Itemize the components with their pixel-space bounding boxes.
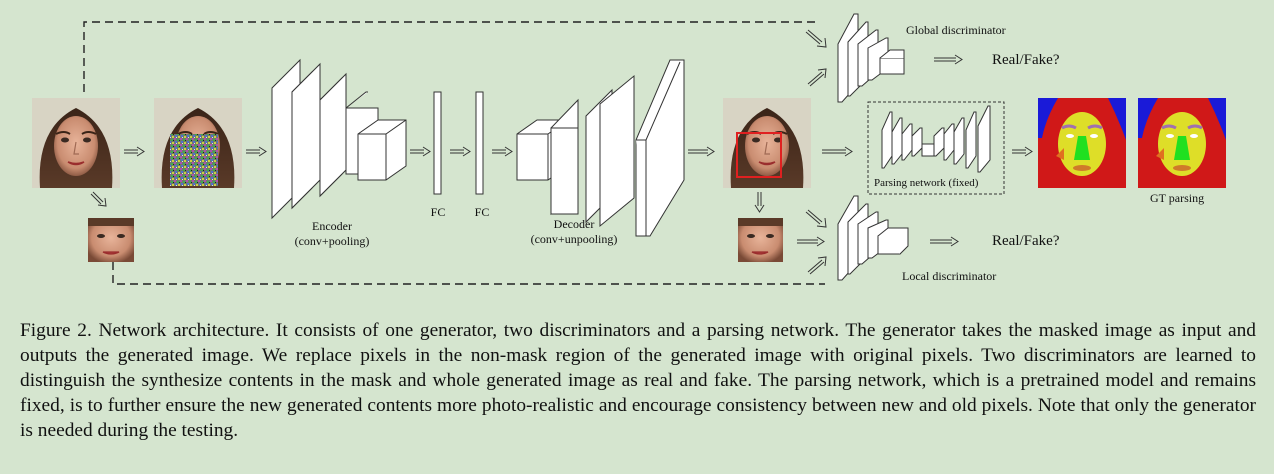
decoder-sublabel: (conv+unpooling)	[531, 232, 618, 246]
global-discriminator-label: Global discriminator	[906, 23, 1006, 37]
generated-face-image	[722, 97, 812, 189]
encoder-sublabel: (conv+pooling)	[295, 234, 370, 248]
masked-face-image	[153, 97, 243, 189]
original-crop-image	[88, 218, 134, 262]
predicted-parsing-image	[1036, 96, 1128, 190]
generated-crop-image	[738, 218, 783, 262]
figure-caption: Figure 2. Network architecture. It consi…	[20, 318, 1256, 443]
encoder-blocks	[271, 58, 407, 220]
decoder-label: Decoder	[554, 217, 595, 231]
local-discriminator-label: Local discriminator	[902, 269, 996, 283]
real-fake-label-top: Real/Fake?	[992, 52, 1060, 68]
parsing-network-blocks	[881, 105, 991, 173]
network-architecture-diagram: Global discriminator Real/Fake? Real/Fak…	[31, 13, 1228, 285]
gt-parsing-image	[1136, 96, 1228, 190]
parsing-network-label: Parsing network (fixed)	[874, 177, 979, 189]
decoder-blocks	[516, 59, 685, 237]
real-fake-label-bottom: Real/Fake?	[992, 233, 1060, 249]
local-discriminator-blocks	[837, 195, 909, 281]
figure-caption-label: Figure 2.	[20, 320, 92, 341]
parsing-network-box	[867, 101, 1005, 195]
fc1-label: FC	[431, 205, 446, 219]
figure-caption-text: Network architecture. It consists of one…	[20, 320, 1256, 441]
fc2-label: FC	[475, 205, 490, 219]
mask-region-box	[736, 132, 782, 178]
gt-parsing-label: GT parsing	[1150, 191, 1204, 205]
local-skip-connection	[112, 262, 825, 285]
fc-layers	[433, 91, 484, 195]
original-face-image	[31, 97, 121, 189]
encoder-label: Encoder	[312, 219, 352, 233]
global-skip-connection	[83, 21, 815, 92]
hollow-arrows	[90, 29, 1033, 275]
global-discriminator-blocks	[837, 13, 905, 103]
